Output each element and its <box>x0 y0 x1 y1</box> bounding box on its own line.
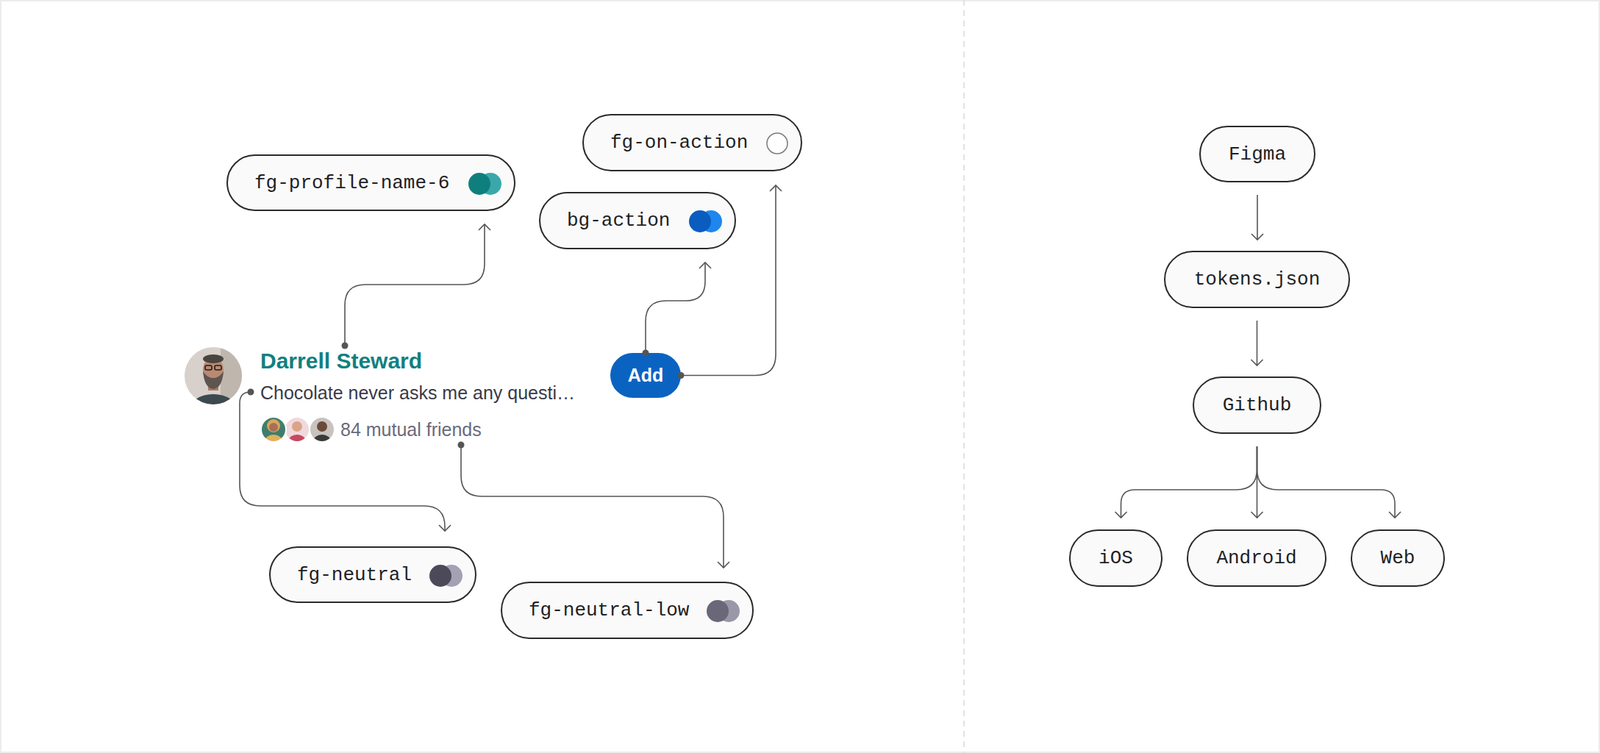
mini-avatar-head <box>291 421 303 432</box>
avatar-glasses <box>205 365 212 370</box>
profile-status: Chocolate never asks me any questi… <box>260 381 575 404</box>
token-pill: bg-action <box>538 191 737 250</box>
avatar-body <box>188 394 239 430</box>
mini-avatar-head <box>269 422 278 432</box>
swatch-circle <box>766 133 788 154</box>
connector-line <box>1121 446 1258 518</box>
color-swatch <box>686 208 725 234</box>
node-text: iOS <box>1098 547 1134 570</box>
connector-dot <box>677 372 685 379</box>
connector-arrow <box>1251 446 1264 518</box>
token-pill: fg-neutral-low <box>500 581 754 639</box>
connector-arrow <box>1251 320 1264 366</box>
connector-line <box>1256 194 1259 240</box>
token-pill: fg-neutral <box>269 546 477 603</box>
leader-arrowhead <box>717 561 730 568</box>
connector-line <box>1256 446 1259 518</box>
node-text: fg-neutral-low <box>528 599 689 622</box>
leader-lines <box>239 224 730 568</box>
mutual-avatars <box>260 416 336 448</box>
node-text: fg-profile-name-6 <box>254 172 450 195</box>
node-text: Android <box>1216 547 1297 570</box>
mini-avatar <box>260 416 287 448</box>
color-swatch <box>426 563 465 589</box>
swatch-circle <box>429 564 452 587</box>
swatch-circle <box>688 210 712 233</box>
node-text: Add <box>627 364 664 387</box>
token-pill: Web <box>1350 529 1445 587</box>
connector-dot <box>642 350 650 357</box>
leader-line <box>239 391 445 531</box>
leader-line <box>461 444 724 568</box>
node-text: tokens.json <box>1194 268 1321 291</box>
leader-dot <box>247 388 255 396</box>
arrowhead <box>699 262 712 269</box>
token-pill: fg-profile-name-6 <box>226 154 516 212</box>
connector-arrow <box>677 185 783 379</box>
leader-dot <box>341 342 349 350</box>
color-swatch <box>752 130 791 156</box>
action-button: Add <box>610 352 681 398</box>
token-pill: iOS <box>1069 529 1163 587</box>
token-pill: fg-on-action <box>582 113 803 172</box>
mini-avatar-ring <box>284 416 310 442</box>
mini-avatar-ring <box>309 416 335 442</box>
connector-arrow <box>1115 446 1258 518</box>
connector-line <box>680 185 776 376</box>
arrowhead <box>1251 233 1264 240</box>
node-text: Github <box>1222 394 1292 417</box>
token-pill: Android <box>1186 529 1327 587</box>
mini-avatar-hair <box>266 419 281 433</box>
swatch-circle <box>468 172 491 195</box>
connector-line <box>1256 320 1259 366</box>
node-text: Figma <box>1228 143 1287 166</box>
color-swatch <box>703 598 742 624</box>
avatar-hair <box>202 354 224 364</box>
divider-line <box>963 0 965 753</box>
color-swatch <box>465 171 504 197</box>
avatar-glasses <box>214 365 222 370</box>
arrowhead <box>1251 511 1264 518</box>
profile-name: Darrell Steward <box>260 347 423 375</box>
arrowhead <box>1115 511 1128 518</box>
mini-avatar <box>283 416 311 448</box>
leader-arrowhead <box>438 525 451 531</box>
token-pill: Github <box>1192 376 1322 434</box>
connector-arrow <box>1257 446 1402 518</box>
mini-avatar <box>308 416 336 448</box>
node-text: Web <box>1380 547 1416 570</box>
arrowhead <box>1388 511 1401 518</box>
node-text: fg-neutral <box>297 563 412 587</box>
profile-avatar <box>184 347 243 430</box>
token-pill: tokens.json <box>1163 250 1350 309</box>
mutual-friends: 84 mutual friends <box>340 418 482 441</box>
mini-avatar-ring <box>261 416 287 442</box>
leader-dot <box>458 441 465 449</box>
connector-line <box>1257 446 1396 518</box>
connector-arrow <box>642 262 712 357</box>
leader-arrowhead <box>478 224 491 231</box>
mini-avatar-head <box>316 421 328 432</box>
arrowhead <box>1251 359 1264 366</box>
connector-arrow <box>1251 194 1264 240</box>
node-text: bg-action <box>566 209 670 232</box>
node-text: fg-on-action <box>610 131 748 154</box>
token-pill: Figma <box>1199 125 1316 183</box>
arrowhead <box>769 185 782 192</box>
swatch-circle <box>706 600 729 623</box>
leader-line <box>344 224 485 346</box>
avatar-beard <box>202 371 224 389</box>
connector-line <box>645 262 706 353</box>
